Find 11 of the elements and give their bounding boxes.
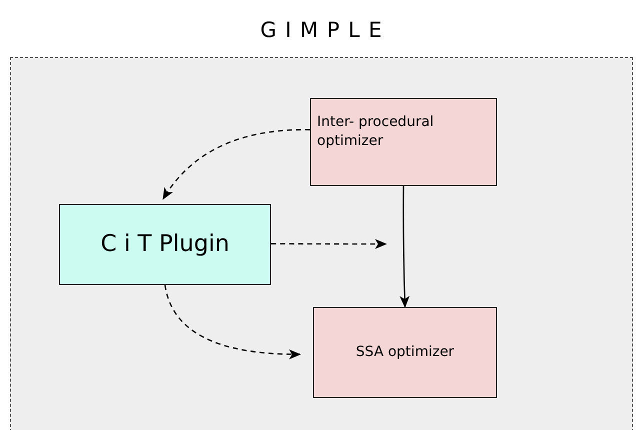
- arrow: [400, 186, 410, 308]
- box-label: SSA optimizer: [354, 343, 456, 362]
- container-title: G I M P L E: [259, 18, 384, 42]
- arrow: [162, 129, 310, 200]
- box-label: Inter- procedural optimizer: [317, 113, 435, 151]
- box-label: C i T Plugin: [100, 230, 230, 259]
- arrow: [164, 284, 301, 360]
- process-box: [59, 204, 271, 285]
- process-box: [310, 98, 497, 186]
- arrow: [271, 239, 387, 249]
- process-box: [313, 307, 497, 398]
